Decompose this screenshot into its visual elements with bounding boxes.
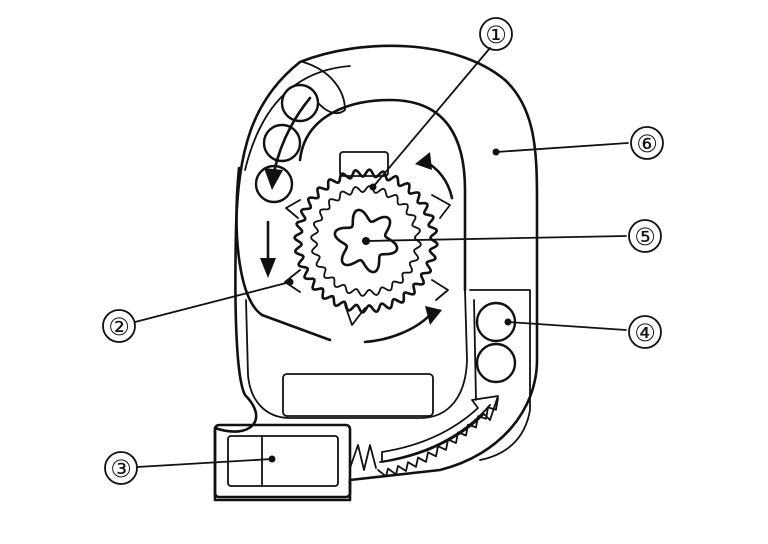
callout-2: ② xyxy=(102,309,136,343)
gear-hub xyxy=(333,208,399,274)
leader-line-2 xyxy=(134,281,291,323)
arrowhead xyxy=(264,168,283,190)
right-ball-track xyxy=(469,289,531,461)
callout-3-label: ③ xyxy=(110,455,132,483)
left-guide-rail xyxy=(235,166,332,342)
ball-guide-top xyxy=(302,61,346,115)
callout-6: ⑥ xyxy=(630,126,664,160)
leader-line-1 xyxy=(372,47,491,188)
leader-line-6 xyxy=(495,142,629,153)
gear-tooth xyxy=(285,199,301,219)
callout-4: ④ xyxy=(628,315,662,349)
ratchet-inner xyxy=(379,404,491,463)
ratchet-track xyxy=(377,397,499,478)
arrow-curve-bottom xyxy=(363,313,432,344)
lower-window xyxy=(282,373,434,417)
callout-6-label: ⑥ xyxy=(636,130,658,158)
ratchet-arrow xyxy=(381,395,499,463)
arrowhead xyxy=(260,258,276,278)
arrowhead xyxy=(425,306,442,325)
callout-1: ① xyxy=(479,17,513,51)
drum-housing xyxy=(298,98,467,292)
outer-housing xyxy=(213,44,539,502)
ball xyxy=(475,342,517,384)
gear-tooth xyxy=(431,194,451,219)
gear-outer-ring xyxy=(293,168,439,314)
leader-line-4 xyxy=(507,321,627,331)
callout-4-label: ④ xyxy=(634,319,656,347)
leader-line-5 xyxy=(365,235,627,242)
gear-tooth xyxy=(344,304,366,326)
inner-chamber-right xyxy=(245,289,468,419)
arrow-down-top xyxy=(272,96,312,174)
callout-3: ③ xyxy=(104,451,138,485)
callout-1-label: ① xyxy=(485,21,507,49)
right-ball-track-line xyxy=(473,299,477,401)
slider-button-outer xyxy=(213,423,352,499)
gear-inner-ring xyxy=(310,185,422,297)
callout-2-label: ② xyxy=(108,313,130,341)
gear-tooth xyxy=(284,269,301,293)
callout-5: ⑤ xyxy=(628,219,662,253)
gear-tooth xyxy=(431,279,449,301)
spring xyxy=(349,444,377,471)
ball xyxy=(280,83,320,123)
leader-line-3 xyxy=(136,458,273,468)
arrowhead xyxy=(415,152,432,170)
callout-5-label: ⑤ xyxy=(634,223,656,251)
